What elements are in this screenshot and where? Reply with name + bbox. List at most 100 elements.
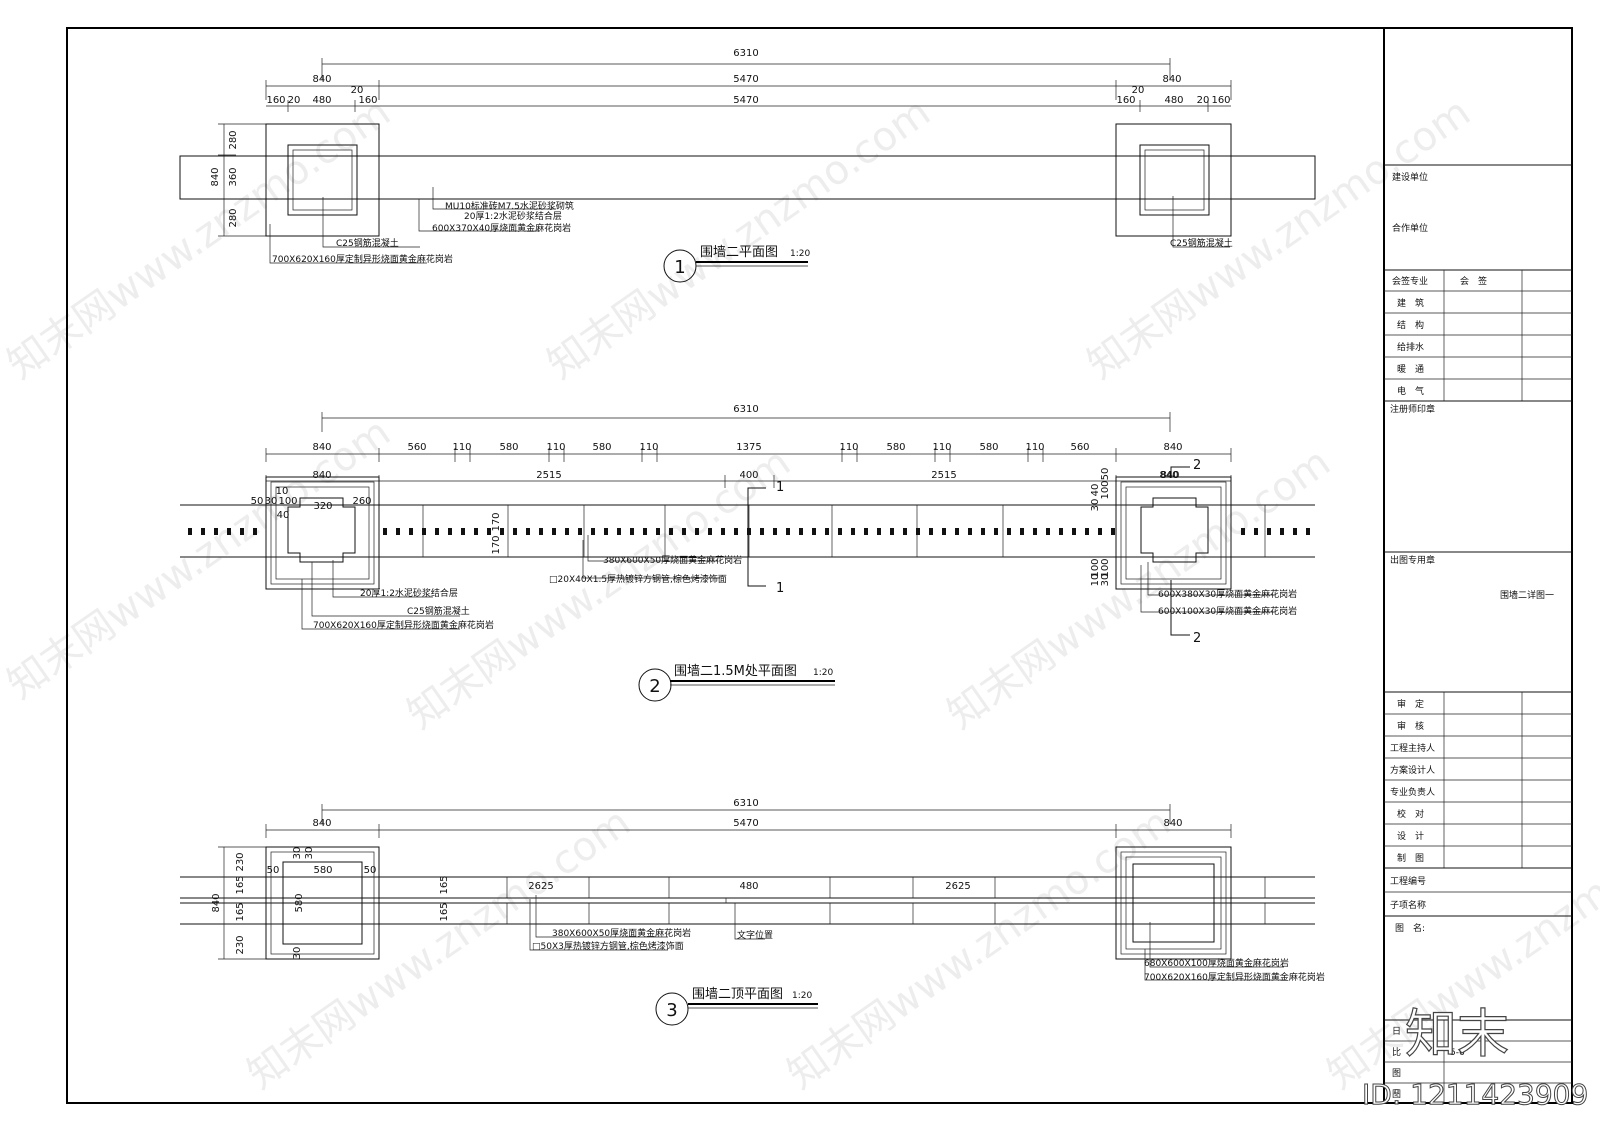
- tube-dot: [188, 528, 192, 535]
- tube-dot: [240, 528, 244, 535]
- tube-dot: [1111, 528, 1115, 535]
- svg-text:840: 840: [211, 893, 222, 912]
- tube-dot: [734, 528, 738, 535]
- svg-text:40: 40: [1090, 484, 1101, 497]
- svg-text:50: 50: [364, 865, 377, 876]
- svg-text:1375: 1375: [736, 442, 761, 453]
- svg-text:3: 3: [666, 1000, 677, 1021]
- svg-text:280: 280: [228, 130, 239, 149]
- tube-dot: [955, 528, 959, 535]
- tube-dot: [461, 528, 465, 535]
- tube-dot: [474, 528, 478, 535]
- svg-text:5470: 5470: [733, 818, 758, 829]
- drawing-border: [66, 27, 1573, 1104]
- svg-text:840: 840: [210, 167, 221, 186]
- svg-text:160: 160: [1116, 95, 1135, 106]
- svg-text:1:20: 1:20: [792, 991, 812, 1001]
- svg-text:审 核: 审 核: [1397, 720, 1424, 732]
- svg-text:建 筑: 建 筑: [1397, 297, 1424, 309]
- svg-text:580: 580: [592, 442, 611, 453]
- tube-dot: [1098, 528, 1102, 535]
- svg-text:20: 20: [1197, 95, 1210, 106]
- v2-section-mark-2a: 2: [1193, 458, 1201, 473]
- tube-dot: [591, 528, 595, 535]
- title-block: 建设单位 合作单位 会签专业 会 签 建 筑 结 构 给排水 暖 通 电 气 注…: [1362, 28, 1589, 1112]
- tube-dot: [669, 528, 673, 535]
- svg-text:专业负责人: 专业负责人: [1390, 786, 1435, 798]
- tube-dot: [1020, 528, 1024, 535]
- tube-dot: [513, 528, 517, 535]
- svg-text:100: 100: [278, 496, 297, 507]
- view1-plan: 6310 840 5470 840 20 20 160 20 480 160 5…: [179, 48, 1316, 283]
- svg-text:580: 580: [294, 893, 305, 912]
- tube-dot: [227, 528, 231, 535]
- svg-text:480: 480: [1164, 95, 1183, 106]
- svg-text:480: 480: [739, 881, 758, 892]
- svg-text:380X600X50厚烧面黄金麻花岗岩: 380X600X50厚烧面黄金麻花岗岩: [603, 554, 742, 566]
- svg-text:170: 170: [491, 535, 502, 554]
- v2-title: 围墙二1.5M处平面图: [674, 664, 797, 679]
- tube-dot: [799, 528, 803, 535]
- v1-scale: 1:20: [790, 249, 810, 259]
- tube-dot: [1059, 528, 1063, 535]
- tube-dot: [812, 528, 816, 535]
- tb-date-value: 5-6: [1450, 1048, 1465, 1058]
- tube-dot: [864, 528, 868, 535]
- svg-text:□20X40X1.5厚热镀锌方钢管,棕色烤漆饰面: □20X40X1.5厚热镀锌方钢管,棕色烤漆饰面: [549, 573, 727, 585]
- svg-text:C25钢筋混凝土: C25钢筋混凝土: [407, 605, 470, 617]
- tube-dot: [552, 528, 556, 535]
- svg-text:结 构: 结 构: [1397, 319, 1424, 331]
- svg-text:230: 230: [235, 852, 246, 871]
- tube-dot: [448, 528, 452, 535]
- tube-dot: [1267, 528, 1271, 535]
- v1-note-granite: 600X370X40厚烧面黄金麻花岗岩: [432, 222, 571, 234]
- tube-dot: [981, 528, 985, 535]
- svg-text:110: 110: [1025, 442, 1044, 453]
- svg-text:320: 320: [313, 501, 332, 512]
- view3-plan: 6310 840 5470 840 2625 480 2625: [180, 798, 1325, 1026]
- svg-text:2515: 2515: [931, 470, 956, 481]
- tube-dot: [409, 528, 413, 535]
- svg-text:审 定: 审 定: [1397, 698, 1424, 710]
- tube-dot: [1007, 528, 1011, 535]
- id-text: ID: 1211423909: [1362, 1078, 1588, 1111]
- svg-text:30: 30: [304, 847, 315, 860]
- svg-text:制 图: 制 图: [1397, 852, 1424, 864]
- tube-dot: [487, 528, 491, 535]
- tube-dot: [1280, 528, 1284, 535]
- tube-dot: [968, 528, 972, 535]
- tube-dot: [656, 528, 660, 535]
- svg-text:30: 30: [265, 496, 278, 507]
- svg-text:30: 30: [1090, 499, 1101, 512]
- tb-drawing-name: 图 名:: [1395, 922, 1425, 934]
- v1-dim-20-right: 20: [1132, 85, 1145, 96]
- tube-dot: [253, 528, 257, 535]
- logo-text: 知末: [1405, 1005, 1509, 1065]
- svg-text:2: 2: [649, 676, 660, 697]
- svg-text:方案设计人: 方案设计人: [1390, 764, 1435, 776]
- tb-project-no: 工程编号: [1390, 875, 1426, 887]
- svg-text:700X620X160厚定制异形烧面黄金麻花岗岩: 700X620X160厚定制异形烧面黄金麻花岗岩: [1144, 971, 1325, 983]
- tube-dot: [396, 528, 400, 535]
- v2-section-mark-1a: 1: [776, 480, 784, 495]
- tube-dot: [903, 528, 907, 535]
- svg-text:360: 360: [228, 167, 239, 186]
- tb-sheet-no: 图: [1392, 1089, 1401, 1100]
- tube-dot: [526, 528, 530, 535]
- tb-countersign: 会 签: [1460, 275, 1487, 287]
- svg-text:580: 580: [499, 442, 518, 453]
- svg-text:160: 160: [1211, 95, 1230, 106]
- tb-drawing-seal: 出图专用章: [1390, 554, 1435, 566]
- svg-text:电 气: 电 气: [1397, 385, 1424, 397]
- svg-text:2625: 2625: [528, 881, 553, 892]
- v2-section-mark-1b: 1: [776, 581, 784, 596]
- svg-text:165: 165: [439, 875, 450, 894]
- svg-text:700X620X160厚定制异形烧面黄金麻花岗岩: 700X620X160厚定制异形烧面黄金麻花岗岩: [313, 619, 494, 631]
- tube-dot: [1046, 528, 1050, 535]
- v1-dim-20-left: 20: [351, 85, 364, 96]
- tube-dot: [1241, 528, 1245, 535]
- svg-text:文字位置: 文字位置: [737, 929, 773, 941]
- svg-text:10: 10: [276, 486, 289, 497]
- v1-note-brick: MU10标准砖M7.5水泥砂浆砌筑: [445, 200, 574, 212]
- tube-dot: [1306, 528, 1310, 535]
